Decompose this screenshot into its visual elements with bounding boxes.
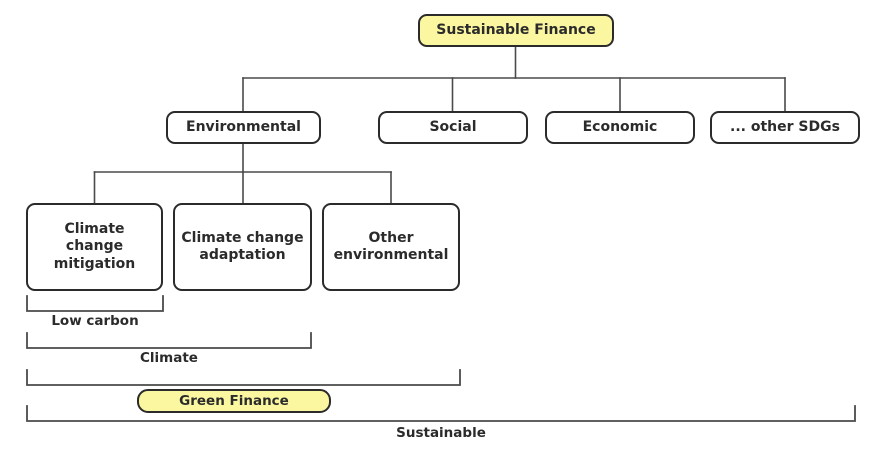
node-label: Social [429,118,477,135]
node-other-environmental[interactable]: Other environmental [322,203,460,291]
node-economic[interactable]: Economic [545,111,695,144]
bracket-label-climate: Climate [27,350,311,366]
node-environmental[interactable]: Environmental [166,111,321,144]
node-label: Green Finance [179,392,289,409]
bracket-low-carbon [26,295,164,312]
node-other-sdgs[interactable]: ... other SDGs [710,111,860,144]
bracket-label-text: Low carbon [51,313,139,329]
node-label: Other environmental [333,229,449,264]
node-green-finance[interactable]: Green Finance [137,389,331,413]
bracket-label-sustainable: Sustainable [27,425,855,441]
bracket-label-text: Sustainable [396,425,486,441]
node-label: Climate change adaptation [181,229,304,264]
node-label: Environmental [186,118,301,135]
node-label: ... other SDGs [730,118,840,135]
bracket-green-finance [26,369,461,386]
bracket-label-low-carbon: Low carbon [27,313,163,329]
node-social[interactable]: Social [378,111,528,144]
node-sustainable-finance[interactable]: Sustainable Finance [418,14,614,47]
bracket-label-text: Climate [140,350,198,366]
node-label: Economic [582,118,658,135]
node-climate-change-adaptation[interactable]: Climate change adaptation [173,203,312,291]
node-label: Climate change mitigation [53,220,136,272]
node-climate-change-mitigation[interactable]: Climate change mitigation [26,203,163,291]
bracket-climate [26,332,312,349]
node-label: Sustainable Finance [436,21,596,38]
